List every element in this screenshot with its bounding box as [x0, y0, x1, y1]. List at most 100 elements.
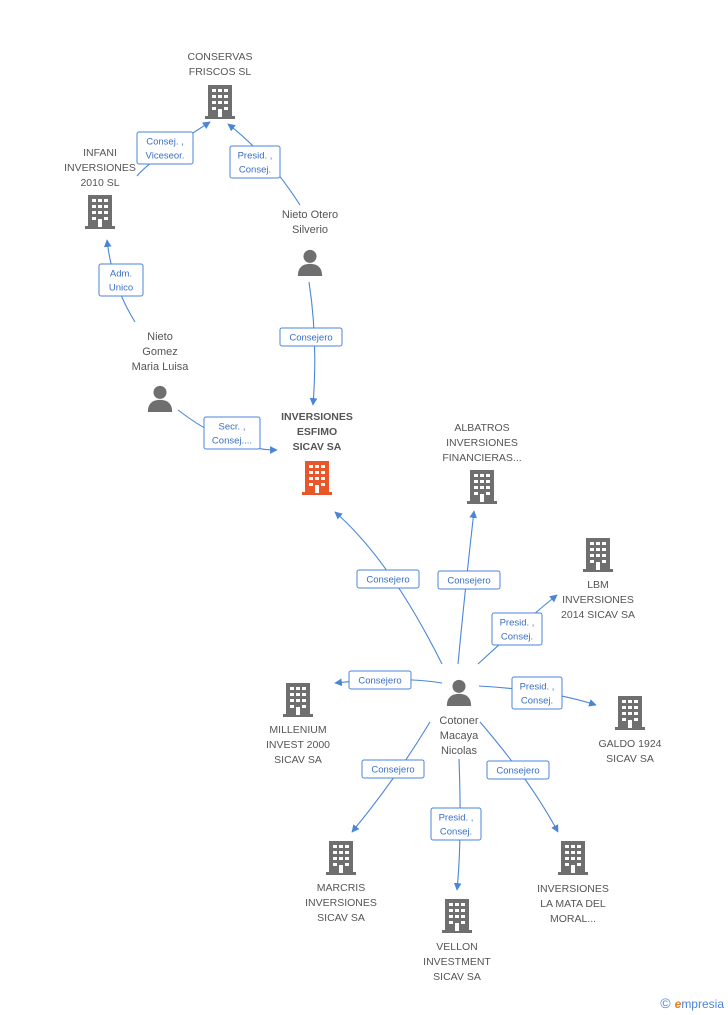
node-label: FINANCIERAS...: [442, 452, 521, 464]
person-icon: [297, 249, 323, 276]
node-label: INFANI: [83, 147, 117, 159]
building-icon: [85, 195, 115, 229]
edge-labels-layer: Consej. ,Viceseor. Presid. , Consej. Adm. Un…: [98, 131, 563, 841]
brand-watermark: ©empresia: [660, 995, 724, 1011]
node-label: INVERSIONES: [537, 883, 609, 895]
edge-label-cotoner-to-vellon[interactable]: Presid. , Consej.: [430, 807, 482, 841]
edge-label-cotoner-to-esfimo[interactable]: Consejero: [356, 569, 420, 589]
node-label: Cotoner: [439, 715, 478, 727]
edge-label-text: Presid. ,: [500, 618, 535, 629]
node-label: INVERSIONES: [64, 162, 136, 174]
node-label: INVERSIONES: [446, 437, 518, 449]
node-label: VELLON: [436, 941, 477, 953]
node-label: Nieto Otero: [282, 209, 338, 221]
node-label: LBM: [587, 579, 609, 591]
node-label: INVERSIONES: [281, 411, 353, 423]
node-marcris[interactable]: MARCRIS INVERSIONES SICAV SA: [305, 841, 377, 924]
building-icon: [302, 461, 332, 495]
node-esfimo[interactable]: INVERSIONES ESFIMO SICAV SA: [281, 411, 353, 495]
edge-label-cotoner-to-marcris[interactable]: Consejero: [361, 759, 425, 779]
edge-label-box: [430, 807, 482, 841]
edge-label-box: [348, 670, 412, 690]
edge-label-text: Consej.: [521, 696, 553, 707]
node-label: CONSERVAS: [188, 51, 253, 63]
edge-label-nieto-gomez-to-esfimo[interactable]: Secr. , Consej....: [203, 416, 261, 450]
copyright-icon: ©: [660, 995, 671, 1011]
edge-label-text: Presid. ,: [238, 151, 273, 162]
node-label: Nieto: [147, 331, 173, 343]
edge-label-cotoner-to-millenium[interactable]: Consejero: [348, 670, 412, 690]
building-icon: [558, 841, 588, 875]
node-label: MILLENIUM: [269, 724, 326, 736]
node-vellon[interactable]: VELLON INVESTMENT SICAV SA: [423, 899, 491, 983]
node-label: FRISCOS SL: [189, 66, 252, 78]
person-icon: [147, 385, 173, 412]
node-lamata[interactable]: INVERSIONES LA MATA DEL MORAL...: [537, 841, 609, 925]
edge-label-box: [356, 569, 420, 589]
node-label: SICAV SA: [606, 753, 654, 765]
edge-label-nieto-gomez-to-infani[interactable]: Adm. Unico: [98, 263, 144, 297]
edge-label-infani-to-conservas[interactable]: Consej. ,Viceseor.: [136, 131, 194, 165]
edge-label-text: Consejero: [358, 676, 401, 687]
edge-label-box: [229, 145, 281, 179]
edge-label-text: Consej.: [239, 165, 271, 176]
edge-label-text: Unico: [109, 283, 133, 294]
building-icon: [205, 85, 235, 119]
node-label: ESFIMO: [297, 426, 337, 438]
edge-label-text: Presid. ,: [439, 813, 474, 824]
node-conservas[interactable]: CONSERVAS FRISCOS SL: [188, 51, 253, 119]
edge-label-nieto-otero-to-conservas[interactable]: Presid. , Consej.: [229, 145, 281, 179]
edge-label-text: Consej....: [212, 436, 252, 447]
edge-label-box: [491, 612, 543, 646]
node-label: Nicolas: [441, 745, 478, 757]
building-icon: [326, 841, 356, 875]
building-icon: [442, 899, 472, 933]
edge-label-text: Presid. ,: [520, 682, 555, 693]
building-icon: [283, 683, 313, 717]
node-label: MORAL...: [550, 913, 596, 925]
edge-label-box: [486, 760, 550, 780]
node-lbm[interactable]: LBM INVERSIONES 2014 SICAV SA: [561, 538, 635, 621]
node-label: SICAV SA: [433, 971, 481, 983]
node-label: INVERSIONES: [562, 594, 634, 606]
node-label: Silverio: [292, 224, 328, 236]
node-infani[interactable]: INFANI INVERSIONES 2010 SL: [64, 147, 136, 229]
edge-label-box: [361, 759, 425, 779]
edge-label-nieto-otero-to-esfimo[interactable]: Consejero: [279, 327, 343, 347]
edge-label-text: Consej.: [440, 827, 472, 838]
building-icon: [615, 696, 645, 730]
edge-label-cotoner-to-lbm[interactable]: Presid. ,Consej.: [491, 612, 543, 646]
edge-label-text: Adm.: [110, 269, 132, 280]
node-label: MARCRIS: [317, 882, 365, 894]
node-label: SICAV SA: [317, 912, 365, 924]
edge-label-text: Secr. ,: [219, 422, 246, 433]
nodes-layer: CONSERVAS FRISCOS SL INFANI INVERSIONES 2010…: [64, 51, 662, 983]
node-label: 2010 SL: [80, 177, 119, 189]
node-label: LA MATA DEL: [540, 898, 606, 910]
node-label: SICAV SA: [293, 441, 342, 453]
node-label: 2014 SICAV SA: [561, 609, 635, 621]
edge-label-cotoner-to-albatros[interactable]: Consejero: [437, 570, 501, 590]
edge-label-text: Consejero: [289, 333, 332, 344]
edge-label-box: [511, 676, 563, 710]
node-label: Maria Luisa: [132, 361, 190, 373]
node-label: Gomez: [142, 346, 177, 358]
node-label: Macaya: [440, 730, 479, 742]
brand-initial: e: [674, 997, 682, 1011]
person-icon: [446, 679, 472, 706]
node-label: SICAV SA: [274, 754, 322, 766]
node-label: ALBATROS: [454, 422, 509, 434]
edge-label-cotoner-to-lamata[interactable]: Consejero: [486, 760, 550, 780]
edge-label-cotoner-to-galdo[interactable]: Presid. , Consej.: [511, 676, 563, 710]
node-label: INVERSIONES: [305, 897, 377, 909]
edge-label-box: [203, 416, 261, 450]
node-label: INVESTMENT: [423, 956, 491, 968]
edge-label-text: Viceseor.: [146, 151, 185, 162]
node-albatros[interactable]: ALBATROS INVERSIONES FINANCIERAS...: [442, 422, 522, 504]
